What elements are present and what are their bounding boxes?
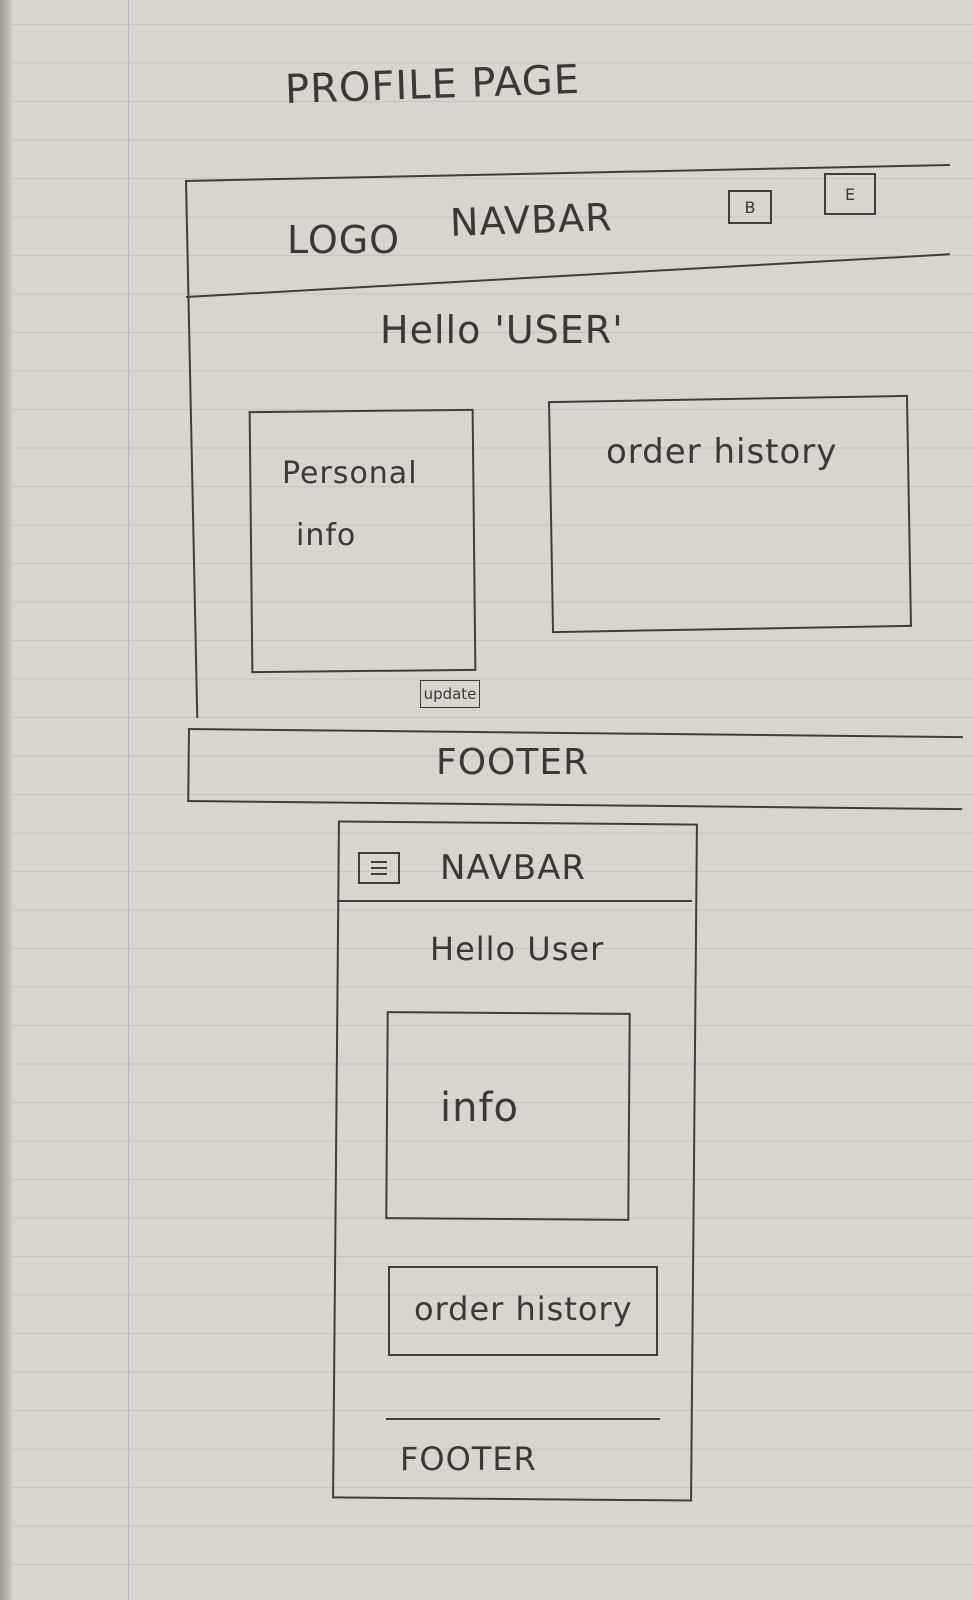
desktop-footer-label: FOOTER bbox=[436, 742, 590, 783]
mobile-footer-divider bbox=[386, 1418, 660, 1420]
basket-icon[interactable]: B bbox=[728, 190, 772, 224]
desktop-navbar-label: NAVBAR bbox=[449, 195, 614, 245]
desktop-greeting: Hello 'USER' bbox=[380, 308, 624, 352]
basket-icon-label: B bbox=[744, 197, 756, 217]
mobile-navbar-divider bbox=[337, 900, 692, 902]
menu-bar-1 bbox=[371, 861, 387, 863]
mobile-order-history-card bbox=[388, 1266, 658, 1356]
account-icon-label: E bbox=[844, 184, 856, 204]
menu-bar-2 bbox=[371, 867, 387, 869]
account-icon[interactable]: E bbox=[824, 173, 876, 215]
mobile-order-history-label: order history bbox=[414, 1290, 633, 1328]
personal-info-label-line1: Personal bbox=[282, 456, 418, 491]
menu-bar-3 bbox=[371, 873, 387, 875]
personal-info-label-line2: info bbox=[296, 518, 357, 553]
hamburger-menu-icon[interactable] bbox=[358, 852, 400, 884]
mobile-greeting: Hello User bbox=[430, 930, 605, 968]
mobile-footer-label: FOOTER bbox=[400, 1440, 537, 1478]
mobile-info-label: info bbox=[440, 1085, 520, 1131]
update-button[interactable]: update bbox=[420, 680, 480, 708]
update-button-label: update bbox=[423, 685, 477, 703]
desktop-logo: LOGO bbox=[287, 218, 401, 262]
personal-info-card bbox=[248, 408, 477, 674]
margin-line bbox=[128, 0, 129, 1600]
order-history-label: order history bbox=[606, 432, 838, 472]
notebook-binding bbox=[0, 0, 12, 1600]
order-history-card bbox=[548, 394, 912, 634]
mobile-navbar-label: NAVBAR bbox=[440, 848, 586, 888]
